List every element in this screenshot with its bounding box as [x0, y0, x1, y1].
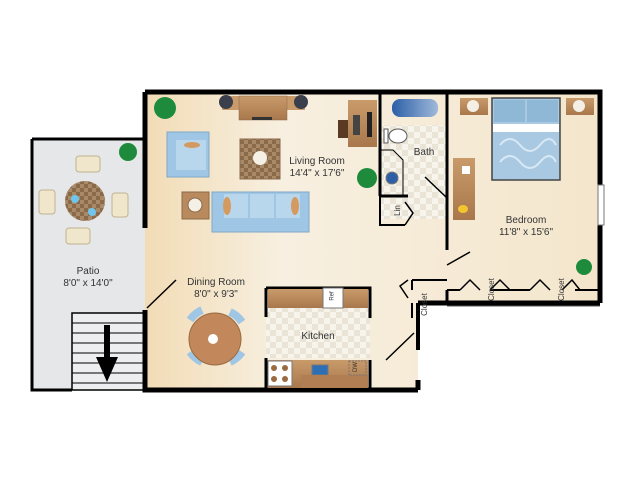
bedroom-name: Bedroom	[505, 215, 547, 226]
living-room-name: Living Room	[289, 156, 345, 167]
dining-room-label: Dining Room 8'0" x 9'3"	[187, 277, 245, 301]
refrigerator-label: Ref	[329, 291, 336, 301]
bedroom-closet-1-label: Closet	[486, 278, 496, 301]
bedroom-label: Bedroom 11'8" x 15'6"	[499, 215, 553, 239]
plant-icon	[154, 97, 176, 119]
patio-area	[30, 137, 146, 392]
bedroom-window	[597, 184, 605, 226]
patio-name: Patio	[76, 266, 100, 277]
linen-closet-label: Lin	[392, 205, 402, 216]
walls	[142, 89, 603, 393]
bath-label: Bath	[414, 147, 435, 159]
dining-room-dimensions: 8'0" x 9'3"	[194, 289, 238, 300]
patio-label: Patio 8'0" x 14'0"	[63, 266, 112, 290]
living-room-label: Living Room 14'4" x 17'6"	[289, 156, 345, 180]
dishwasher-label: DW	[353, 362, 359, 372]
kitchen-name: Kitchen	[301, 331, 335, 342]
bedroom-closet-2-label: Closet	[556, 278, 566, 301]
living-room-dimensions: 14'4" x 17'6"	[289, 168, 345, 179]
dining-furniture	[186, 306, 246, 366]
bedroom-dimensions: 11'8" x 15'6"	[498, 227, 554, 238]
patio-dimensions: 8'0" x 14'0"	[63, 278, 113, 289]
hall-closet-label: Closet	[419, 293, 429, 316]
bath-name: Bath	[413, 147, 435, 158]
dining-room-name: Dining Room	[187, 277, 245, 288]
bath-fixtures	[381, 99, 438, 196]
living-room-furniture	[154, 95, 377, 233]
kitchen-fixtures	[267, 287, 368, 388]
bedroom-furniture	[453, 97, 594, 275]
kitchen-label: Kitchen	[301, 331, 334, 343]
